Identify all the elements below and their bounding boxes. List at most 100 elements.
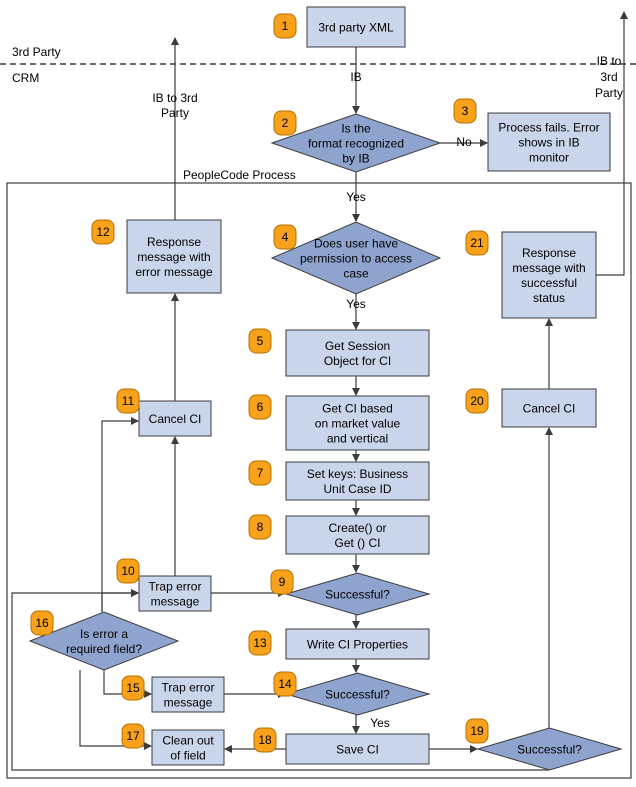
step-badge-15: 15	[121, 675, 145, 701]
node-label-line: Save CI	[336, 743, 379, 757]
decision-diamond	[270, 113, 442, 173]
badge-shape	[248, 630, 272, 656]
process-box	[501, 231, 597, 319]
node-label-line: on market value	[315, 417, 401, 431]
decision-diamond	[284, 672, 431, 716]
node-label-line: message	[164, 696, 213, 710]
step-badge-10: 10	[116, 558, 140, 584]
edge-label-ib-to-3rd-right-3: Party	[595, 86, 623, 100]
node-label-line: Object for CI	[324, 354, 391, 368]
badge-shape	[273, 13, 297, 39]
connector-n16-n10	[101, 417, 139, 612]
node-label-line: permission to access	[300, 252, 412, 266]
badge-shape	[270, 569, 294, 595]
connector-n21-out	[596, 11, 628, 276]
node-label-line: Process fails. Error	[498, 121, 599, 135]
badge-number: 15	[126, 681, 140, 695]
step-badge-11: 11	[116, 388, 140, 414]
peoplecode-process-label: PeopleCode Process	[183, 168, 296, 182]
node-label-line: case	[343, 267, 369, 281]
node-label-line: format recognized	[308, 137, 404, 151]
node-label-line: required field?	[66, 642, 142, 656]
node-label-line: message	[151, 595, 200, 609]
step-badge-18: 18	[253, 727, 277, 753]
node-label-line: message with	[512, 261, 585, 275]
badge-number: 20	[470, 394, 484, 408]
connectors	[11, 11, 628, 771]
zone-label-third-party: 3rd Party	[12, 45, 61, 59]
badge-number: 17	[126, 729, 140, 743]
decision-diamond	[284, 572, 431, 616]
step-badge-5: 5	[248, 328, 272, 354]
step-badge-7: 7	[248, 460, 272, 486]
step-badge-1: 1	[273, 13, 297, 39]
badge-shape	[273, 110, 297, 136]
badge-shape	[116, 388, 140, 414]
step-badge-16: 16	[30, 610, 54, 636]
badge-shape	[273, 671, 297, 697]
badge-number: 9	[279, 575, 286, 589]
process-box	[285, 515, 430, 555]
step-badge-12: 12	[91, 219, 115, 245]
node-label-line: and vertical	[327, 432, 388, 446]
badge-shape	[248, 394, 272, 420]
process-box	[285, 733, 430, 765]
process-box	[151, 676, 225, 713]
badge-shape	[273, 224, 297, 250]
node-step-19: Successful?	[476, 727, 623, 771]
node-label-line: Unit Case ID	[323, 482, 391, 496]
badge-shape	[253, 727, 277, 753]
step-badge-6: 6	[248, 394, 272, 420]
badge-shape	[465, 230, 489, 256]
node-label-line: error message	[135, 265, 213, 279]
node-label-line: Cancel CI	[149, 412, 202, 426]
node-label-line: Get CI based	[322, 402, 393, 416]
node-label-line: Write CI Properties	[307, 638, 408, 652]
decision-diamond	[476, 727, 623, 771]
process-box	[285, 628, 430, 660]
node-label-line: Does user have	[314, 237, 398, 251]
step-badge-21: 21	[465, 230, 489, 256]
node-label-line: Get () CI	[334, 536, 380, 550]
node-label-line: Successful?	[517, 743, 582, 757]
badge-shape	[30, 610, 54, 636]
badge-shape	[248, 460, 272, 486]
node-label-line: status	[533, 291, 565, 305]
node-step-9: Successful?	[284, 572, 431, 616]
step-badge-13: 13	[248, 630, 272, 656]
node-label-line: by IB	[342, 152, 369, 166]
edge-labels: IB No Yes Yes Yes IB to 3rd Party IB to …	[152, 54, 623, 730]
badge-number: 2	[282, 116, 289, 130]
badge-shape	[121, 723, 145, 749]
badge-number: 5	[257, 334, 264, 348]
badge-shape	[91, 219, 115, 245]
node-label-line: Successful?	[325, 588, 390, 602]
node-label-line: Get Session	[325, 339, 390, 353]
step-badge-20: 20	[465, 388, 489, 414]
peoplecode-process-frame	[6, 182, 632, 779]
node-label-line: Trap error	[162, 681, 215, 695]
badge-number: 1	[282, 19, 289, 33]
process-box	[151, 729, 225, 766]
node-label-line: successful	[521, 276, 577, 290]
edge-label-ib: IB	[350, 70, 361, 84]
edge-label-ib-to-3rd-left-1: IB to 3rd	[152, 91, 197, 105]
badge-number: 11	[122, 394, 135, 408]
badge-number: 13	[253, 636, 267, 650]
node-label-line: Cancel CI	[523, 402, 576, 416]
edge-label-yes-permission: Yes	[346, 190, 366, 204]
node-step-11: Cancel CI	[138, 400, 212, 437]
node-step-18: Save CI	[285, 733, 430, 765]
edge-label-ib-to-3rd-right-1: IB to	[597, 54, 622, 68]
process-box	[285, 329, 430, 377]
node-step-14: Successful?	[284, 672, 431, 716]
node-label-line: message with	[137, 250, 210, 264]
